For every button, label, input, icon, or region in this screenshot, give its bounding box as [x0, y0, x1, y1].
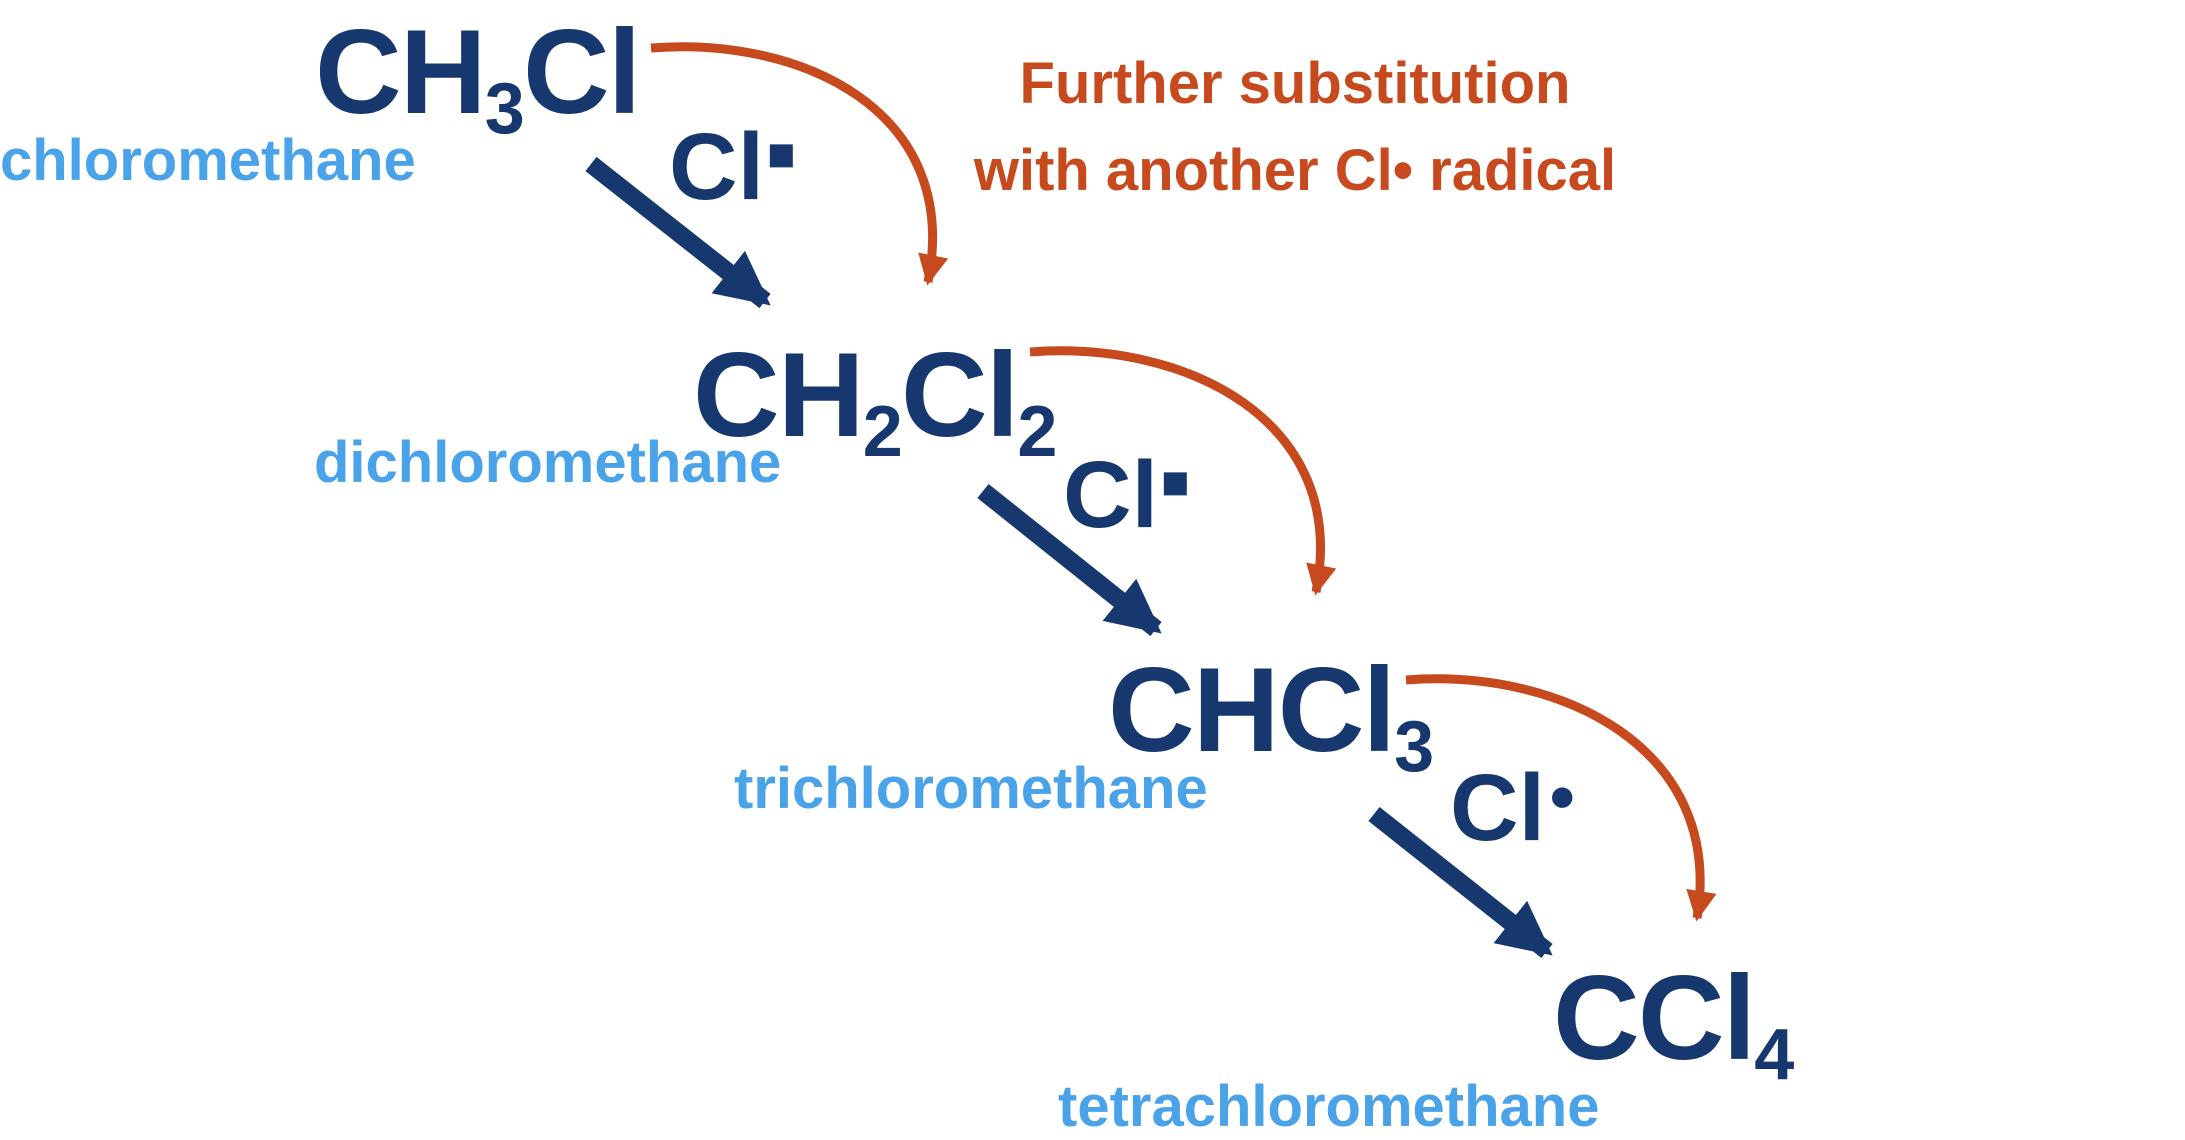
label-dichloromethane: dichloromethane — [314, 430, 782, 495]
radical-dot-icon-3: ● — [1547, 768, 1577, 822]
radical-dot-icon-1: ■ — [766, 127, 796, 181]
formula-dichloromethane: CH2Cl2 — [693, 328, 1057, 473]
formula-trichloromethane: CHCl3 — [1108, 643, 1434, 788]
label-tetrachloromethane: tetrachloromethane — [1058, 1074, 1600, 1139]
formula-chloromethane: CH3Cl — [315, 5, 641, 150]
label-chloromethane: chloromethane — [0, 128, 416, 193]
formula-tetrachloromethane: CCl4 — [1553, 951, 1794, 1096]
radical-symbol-1: Cl — [669, 114, 764, 220]
radical-symbol-2: Cl — [1063, 442, 1158, 548]
further-substitution-line1: Further substitution — [1019, 51, 1571, 116]
further-substitution-note: Further substitution with another Cl• ra… — [950, 40, 1640, 214]
label-trichloromethane: trichloromethane — [734, 756, 1208, 821]
radical-cl-3: Cl● — [1450, 761, 1577, 856]
radical-dot-icon-2: ■ — [1160, 455, 1190, 509]
further-substitution-line2: with another Cl• radical — [973, 138, 1617, 203]
radical-cl-1: Cl■ — [669, 120, 796, 215]
radical-symbol-3: Cl — [1450, 755, 1545, 861]
radical-cl-2: Cl■ — [1063, 448, 1190, 543]
